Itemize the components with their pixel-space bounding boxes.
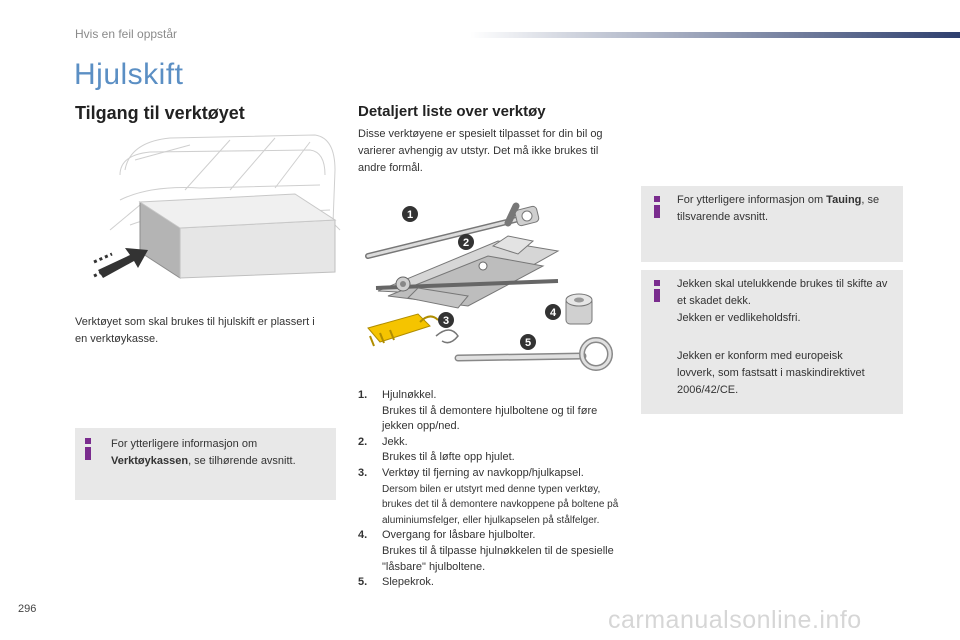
towing-eye <box>454 337 613 371</box>
list-item: 3. Verktøy til fjerning av navkopp/hjulk… <box>358 466 628 528</box>
list-item-description: Brukes til å demontere hjulboltene og ti… <box>382 404 598 433</box>
towing-link-term[interactable]: Tauing <box>826 194 862 206</box>
lock-bolt-adapter <box>565 293 593 325</box>
toolbox-location-caption: Verktøyet som skal brukes til hjulskift … <box>75 316 315 345</box>
list-item-title: Hjulnøkkel. <box>382 389 437 401</box>
tool-label-3: 3 <box>438 312 454 328</box>
list-item: 2. Jekk. Brukes til å løfte opp hjulet. <box>358 435 628 466</box>
svg-text:2: 2 <box>463 237 469 249</box>
page-number: 296 <box>18 603 37 615</box>
info-box-towing: For ytterligere informasjon om Tauing, s… <box>641 186 903 262</box>
tool-list: 1. Hjulnøkkel. Brukes til å demontere hj… <box>358 388 628 591</box>
info-box-towing-text: For ytterligere informasjon om Tauing, s… <box>677 194 880 223</box>
list-item-title: Overgang for låsbare hjulbolter. <box>382 529 536 542</box>
svg-text:5: 5 <box>525 337 531 349</box>
svg-text:4: 4 <box>550 307 557 319</box>
tools-intro-text: Disse verktøyene er spesielt tilpasset f… <box>358 128 603 174</box>
jack-maintenance-note: Jekken er vedlikeholdsfri. <box>677 312 801 324</box>
tool-label-4: 4 <box>545 304 561 320</box>
page-title: Hjulskift <box>74 58 184 91</box>
list-item: 1. Hjulnøkkel. Brukes til å demontere hj… <box>358 388 628 435</box>
tool-label-1: 1 <box>402 206 418 222</box>
tool-label-2: 2 <box>458 234 474 250</box>
list-item-title: Jekk. <box>382 435 408 448</box>
tools-illustration: 1 2 3 4 5 <box>365 202 613 371</box>
toolbox-link-term[interactable]: Verktøykassen <box>111 455 189 467</box>
hubcap-removal-tool <box>367 313 459 347</box>
list-item-number: 4. <box>358 529 368 542</box>
list-item-description: Dersom bilen er utstyrt med denne typen … <box>382 483 619 526</box>
right-section-heading: Detaljert liste over verktøy <box>358 103 546 120</box>
info-box-jack: Jekken skal utelukkende brukes til skift… <box>641 270 903 414</box>
list-item-description: Brukes til å tilpasse hjulnøkkelen til d… <box>382 544 614 573</box>
svg-text:1: 1 <box>407 209 413 221</box>
left-section-heading: Tilgang til verktøyet <box>75 103 245 123</box>
info-box-toolbox-text: For ytterligere informasjon om Verktøyka… <box>111 438 296 467</box>
list-item-number: 1. <box>358 389 368 401</box>
tool-label-5: 5 <box>520 334 536 350</box>
list-item-number: 5. <box>358 576 368 589</box>
jack-usage-note: Jekken skal utelukkende brukes til skift… <box>677 278 888 307</box>
list-item-title: Verktøy til fjerning av navkopp/hjulkaps… <box>382 466 584 479</box>
list-item: 4. Overgang for låsbare hjulbolter. Bruk… <box>358 528 628 575</box>
jack-compliance-note: Jekken er konform med europeisk lovverk,… <box>677 350 865 396</box>
header-accent-bar <box>470 32 960 38</box>
list-item-description: Brukes til å løfte opp hjulet. <box>382 451 515 464</box>
trunk-toolbox-illustration <box>93 134 341 279</box>
list-item-number: 2. <box>358 435 368 448</box>
list-item-number: 3. <box>358 466 368 479</box>
info-box-toolbox: For ytterligere informasjon om Verktøyka… <box>75 428 336 500</box>
list-item-title: Slepekrok. <box>382 576 434 589</box>
jack <box>375 235 560 309</box>
watermark: carmanualsonline.info <box>608 606 862 634</box>
wheel-wrench <box>365 202 540 259</box>
list-item: 5. Slepekrok. <box>358 575 628 591</box>
svg-text:3: 3 <box>443 315 449 327</box>
header-section-title: Hvis en feil oppstår <box>75 27 178 41</box>
